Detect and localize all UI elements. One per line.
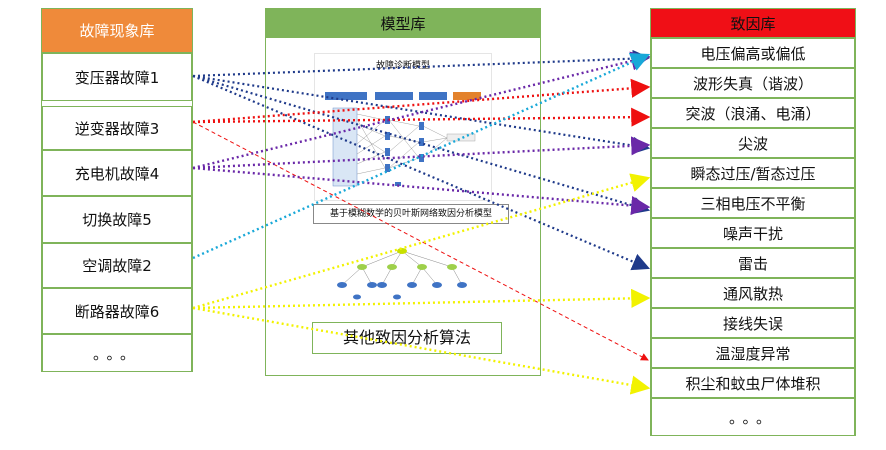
fault-library-panel: 故障现象库 变压器故障1 逆变器故障3 充电机故障4 切换故障5 空调故障2 断… <box>41 8 193 372</box>
cause-item-surge[interactable]: 突波（浪涌、电涌） <box>651 98 855 128</box>
cause-item-ventilation[interactable]: 通风散热 <box>651 278 855 308</box>
cause-item-transient-overvoltage[interactable]: 瞬态过压/暂态过压 <box>651 158 855 188</box>
cause-item-harmonic-distortion[interactable]: 波形失真（谐波） <box>651 68 855 98</box>
fault-item-charger[interactable]: 充电机故障4 <box>42 150 192 196</box>
fault-item-switching[interactable]: 切换故障5 <box>42 196 192 243</box>
cause-item-wiring-error[interactable]: 接线失误 <box>651 308 855 338</box>
cause-library-panel: 致因库 电压偏高或偏低 波形失真（谐波） 突波（浪涌、电涌） 尖波 瞬态过压/暂… <box>650 8 856 436</box>
bayes-network-tree <box>337 248 467 300</box>
cause-item-dust-insects[interactable]: 积尘和蚊虫尸体堆积 <box>651 368 855 398</box>
model-library-panel: 模型库 故障诊断模型 <box>265 8 541 376</box>
cause-library-title: 致因库 <box>650 8 856 38</box>
bayes-model-caption-box[interactable]: 基于模糊数学的贝叶斯网络致因分析模型 <box>313 204 509 224</box>
fault-item-aircon[interactable]: 空调故障2 <box>42 243 192 288</box>
other-algorithms-label: 其他致因分析算法 <box>342 328 471 347</box>
cause-item-voltage-deviation[interactable]: 电压偏高或偏低 <box>651 38 855 68</box>
model-library-title: 模型库 <box>265 8 541 38</box>
other-algorithms-box[interactable]: 其他致因分析算法 <box>312 322 502 354</box>
fault-item-breaker[interactable]: 断路器故障6 <box>42 288 192 334</box>
cause-item-noise-interference[interactable]: 噪声干扰 <box>651 218 855 248</box>
cause-item-spike[interactable]: 尖波 <box>651 128 855 158</box>
bayes-model-caption: 基于模糊数学的贝叶斯网络致因分析模型 <box>329 209 492 219</box>
cause-item-ellipsis: 。。。 <box>651 398 855 436</box>
fault-item-ellipsis: 。。。 <box>42 334 192 372</box>
fault-item-transformer[interactable]: 变压器故障1 <box>42 53 192 101</box>
cause-item-temperature-humidity[interactable]: 温湿度异常 <box>651 338 855 368</box>
neural-network-diagram <box>325 92 481 187</box>
fault-item-inverter[interactable]: 逆变器故障3 <box>42 106 192 150</box>
fault-diagnosis-model-figure: 故障诊断模型 <box>314 53 492 201</box>
fault-library-title: 故障现象库 <box>41 8 193 53</box>
cause-item-three-phase-imbalance[interactable]: 三相电压不平衡 <box>651 188 855 218</box>
cause-item-lightning[interactable]: 雷击 <box>651 248 855 278</box>
